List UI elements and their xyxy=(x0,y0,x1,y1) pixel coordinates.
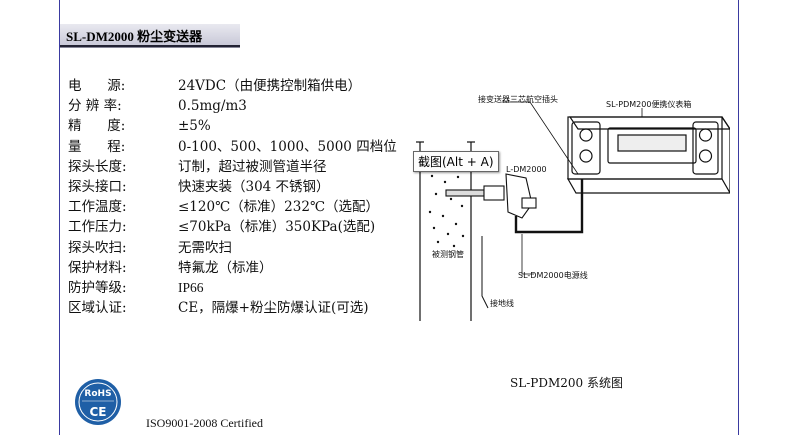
screenshot-tooltip: 截图(Alt + A) xyxy=(413,151,499,172)
spec-value: ±5% xyxy=(178,118,211,135)
spec-list: 电 源: 24VDC（由便携控制箱供电） 分 辨 率: 0.5mg/m3 精 度: ±… xyxy=(68,76,397,318)
spec-label: 电 源: xyxy=(68,78,126,94)
label-connector: 接变送器三芯航空插头 xyxy=(478,94,558,104)
label-sensor: L-DM2000 xyxy=(506,165,547,174)
spec-row: 精 度: ±5% xyxy=(68,116,397,136)
spec-row: 量 程: 0-100、500、1000、5000 四档位 xyxy=(68,137,397,157)
label-instrument-box: SL-PDM200便携仪表箱 xyxy=(606,99,691,109)
connector-leader xyxy=(502,101,579,175)
spec-row: 工作温度: ≤120℃（标准）232℃（选配） xyxy=(68,197,397,217)
product-title-bar: SL-DM2000 粉尘变送器 xyxy=(60,24,240,47)
spec-label: 保护材料: xyxy=(68,259,127,276)
spec-label: 防护等级: xyxy=(68,280,127,297)
spec-value: 0-100、500、1000、5000 四档位 xyxy=(178,138,397,155)
spec-value: CE，隔爆+粉尘防爆认证(可选) xyxy=(178,300,369,317)
spec-label: 工作温度: xyxy=(68,199,127,216)
iso-certification: ISO9001-2008 Certified xyxy=(146,416,263,430)
spec-value: 特氟龙（标准） xyxy=(178,259,273,276)
right-border-line xyxy=(738,0,739,435)
spec-row: 探头长度: 订制，超过被测管道半径 xyxy=(68,157,397,177)
spec-label: 探头接口: xyxy=(68,179,127,196)
spec-label: 探头长度: xyxy=(68,158,127,175)
instrument-box xyxy=(566,116,730,194)
power-cable xyxy=(514,179,584,234)
spec-value: IP66 xyxy=(178,280,204,296)
spec-value: 快速夹装（304 不锈钢） xyxy=(178,179,330,196)
left-border-line xyxy=(59,0,60,435)
spec-row: 电 源: 24VDC（由便携控制箱供电） xyxy=(68,76,397,96)
spec-row: 探头吹扫: 无需吹扫 xyxy=(68,238,397,258)
label-cable: SL-DM2000电源线 xyxy=(518,270,588,280)
spec-label: 分 辨 率: xyxy=(68,98,122,115)
spec-value: ≤120℃（标准）232℃（选配） xyxy=(178,199,380,216)
sensor-probe xyxy=(445,173,537,219)
spec-label: 精 度: xyxy=(68,118,126,135)
rohs-ce-logo-icon: RoHS CE xyxy=(75,379,121,425)
spec-row: 保护材料: 特氟龙（标准） xyxy=(68,258,397,278)
spec-row: 探头接口: 快速夹装（304 不锈钢） xyxy=(68,177,397,197)
spec-label: 量 程: xyxy=(68,138,126,155)
spec-value: 无需吹扫 xyxy=(178,239,232,256)
cable-leader xyxy=(521,234,534,275)
spec-row: 工作压力: ≤70kPa（标准）350KPa(选配) xyxy=(68,217,397,237)
spec-value: ≤70kPa（标准）350KPa(选配) xyxy=(178,219,376,236)
spec-value: 0.5mg/m3 xyxy=(178,98,247,115)
rohs-text: RoHS xyxy=(84,389,111,399)
spec-row: 防护等级: IP66 xyxy=(68,278,397,298)
ground-wire xyxy=(481,236,489,309)
label-ground: 接地线 xyxy=(490,298,514,308)
ce-text: CE xyxy=(89,405,106,419)
spec-row: 分 辨 率: 0.5mg/m3 xyxy=(68,96,397,116)
product-title: SL-DM2000 粉尘变送器 xyxy=(66,29,203,44)
system-diagram-caption: SL-PDM200 系统图 xyxy=(510,376,623,390)
system-diagram: 接变送器三芯航空插头 SL-PDM200便携仪表箱 L-DM2000 被测钢管 … xyxy=(416,94,730,321)
spec-value: 订制，超过被测管道半径 xyxy=(178,158,327,175)
spec-label: 工作压力: xyxy=(68,219,127,236)
spec-label: 区域认证: xyxy=(68,300,127,317)
spec-row: 区域认证: CE，隔爆+粉尘防爆认证(可选) xyxy=(68,298,397,318)
dust-particles xyxy=(428,174,465,248)
spec-label: 探头吹扫: xyxy=(68,239,127,256)
label-pipe: 被测钢管 xyxy=(432,249,464,259)
spec-value: 24VDC（由便携控制箱供电） xyxy=(178,78,362,94)
